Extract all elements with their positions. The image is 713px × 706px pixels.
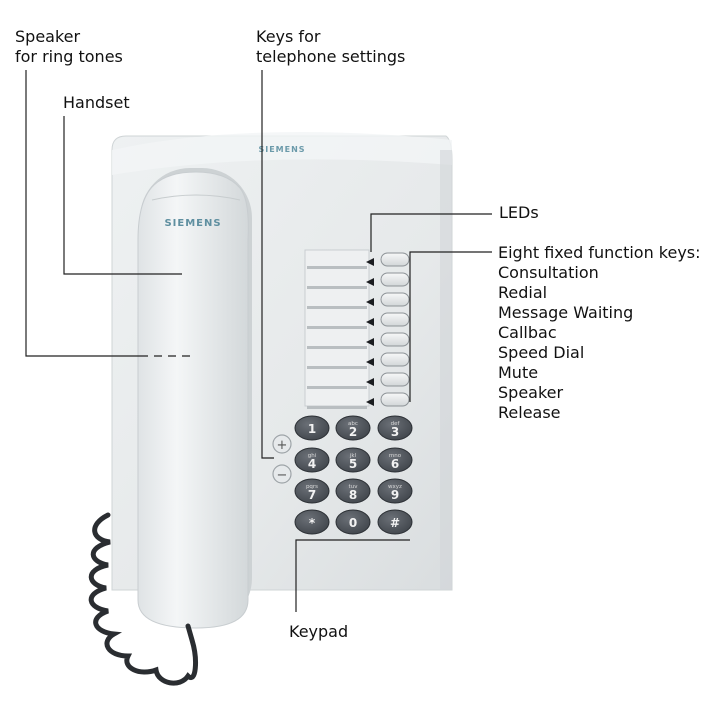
speaker-label: Speaker for ring tones bbox=[15, 27, 123, 66]
keypad-key-digit: 4 bbox=[308, 457, 316, 471]
function-key-callback: Callbac bbox=[498, 323, 557, 342]
led bbox=[366, 258, 374, 266]
keypad-key-hash[interactable] bbox=[377, 509, 413, 535]
keypad-key-digit: 2 bbox=[349, 425, 357, 439]
keypad-key-digit: 3 bbox=[391, 425, 399, 439]
keypad-key-0[interactable] bbox=[335, 509, 371, 535]
handset-brand: SIEMENS bbox=[164, 218, 221, 229]
led bbox=[366, 278, 374, 286]
keypad-key-letters: wxyz bbox=[388, 484, 402, 490]
keypad-key-4[interactable] bbox=[294, 447, 330, 473]
label-strip-divider bbox=[307, 266, 367, 269]
function-key-speed-dial: Speed Dial bbox=[498, 343, 585, 362]
keypad-key-digit: 9 bbox=[391, 488, 399, 502]
label-strip-divider bbox=[307, 326, 367, 329]
function-keys-title: Eight fixed function keys: bbox=[498, 243, 701, 262]
label-strip-divider bbox=[307, 306, 367, 309]
function-key-area bbox=[304, 249, 410, 409]
led bbox=[366, 358, 374, 366]
keypad-label: Keypad bbox=[289, 622, 349, 641]
keypad-key-digit: 6 bbox=[391, 457, 399, 471]
label-strip-divider bbox=[307, 366, 367, 369]
label-strip-divider bbox=[307, 286, 367, 289]
function-key-button[interactable] bbox=[380, 372, 410, 387]
function-key-redial: Redial bbox=[498, 283, 548, 302]
svg-text:−: − bbox=[277, 468, 288, 483]
keypad-key-digit: 1 bbox=[308, 422, 316, 436]
function-key-button[interactable] bbox=[380, 332, 410, 347]
function-keys-label: Eight fixed function keys: Consultation … bbox=[498, 243, 701, 423]
led bbox=[366, 318, 374, 326]
keypad-key-7[interactable] bbox=[294, 478, 330, 504]
handset bbox=[137, 171, 249, 629]
function-key-button[interactable] bbox=[380, 392, 410, 407]
function-key-button[interactable] bbox=[380, 352, 410, 367]
keypad-key-6[interactable] bbox=[377, 447, 413, 473]
function-key-message-waiting: Message Waiting bbox=[498, 303, 634, 322]
leader-lines bbox=[25, 70, 492, 612]
led bbox=[366, 398, 374, 406]
function-key-speaker: Speaker bbox=[498, 383, 564, 402]
keypad-key-3[interactable] bbox=[377, 415, 413, 441]
keypad-key-digit: 0 bbox=[349, 516, 357, 530]
keypad-key-letters: pqrs bbox=[306, 484, 318, 490]
keypad-key-star[interactable] bbox=[294, 509, 330, 535]
function-key-button[interactable] bbox=[380, 312, 410, 327]
label-strip-divider bbox=[307, 346, 367, 349]
leds-label: LEDs bbox=[499, 203, 539, 222]
label-strip-divider bbox=[307, 406, 367, 409]
keypad-key-9[interactable] bbox=[377, 478, 413, 504]
keys-settings-label: Keys for telephone settings bbox=[256, 27, 406, 66]
keypad-key-8[interactable] bbox=[335, 478, 371, 504]
function-key-button[interactable] bbox=[380, 292, 410, 307]
keypad-key-letters: abc bbox=[348, 421, 358, 427]
keypad-key-letters: def bbox=[391, 421, 401, 427]
label-strip-divider bbox=[307, 386, 367, 389]
keypad-key-5[interactable] bbox=[335, 447, 371, 473]
volume-down-key bbox=[272, 464, 292, 484]
svg-text:+: + bbox=[277, 438, 288, 453]
coiled-cord bbox=[88, 512, 198, 686]
function-key-button[interactable] bbox=[380, 272, 410, 287]
keypad-key-digit: 8 bbox=[349, 488, 357, 502]
keypad-key-digit: * bbox=[309, 516, 316, 530]
base-brand: SIEMENS bbox=[258, 145, 305, 154]
function-key-consultation: Consultation bbox=[498, 263, 599, 282]
keypad-key-2[interactable] bbox=[335, 415, 371, 441]
keypad-key-digit: # bbox=[390, 516, 400, 530]
keypad-key-letters: jkl bbox=[349, 453, 357, 459]
led bbox=[366, 298, 374, 306]
function-key-button[interactable] bbox=[380, 252, 410, 267]
keypad-key-letters: ghi bbox=[308, 453, 317, 459]
handset-label: Handset bbox=[63, 93, 130, 112]
keypad-key-letters: tuv bbox=[349, 484, 359, 490]
function-key-mute: Mute bbox=[498, 363, 539, 382]
function-key-release: Release bbox=[498, 403, 561, 422]
keypad-key-digit: 7 bbox=[308, 488, 316, 502]
keypad-key-letters: mno bbox=[389, 453, 402, 459]
led bbox=[366, 378, 374, 386]
led bbox=[366, 338, 374, 346]
volume-up-key bbox=[272, 434, 292, 454]
keypad-key-digit: 5 bbox=[349, 457, 357, 471]
keypad-key-1[interactable] bbox=[294, 415, 330, 441]
